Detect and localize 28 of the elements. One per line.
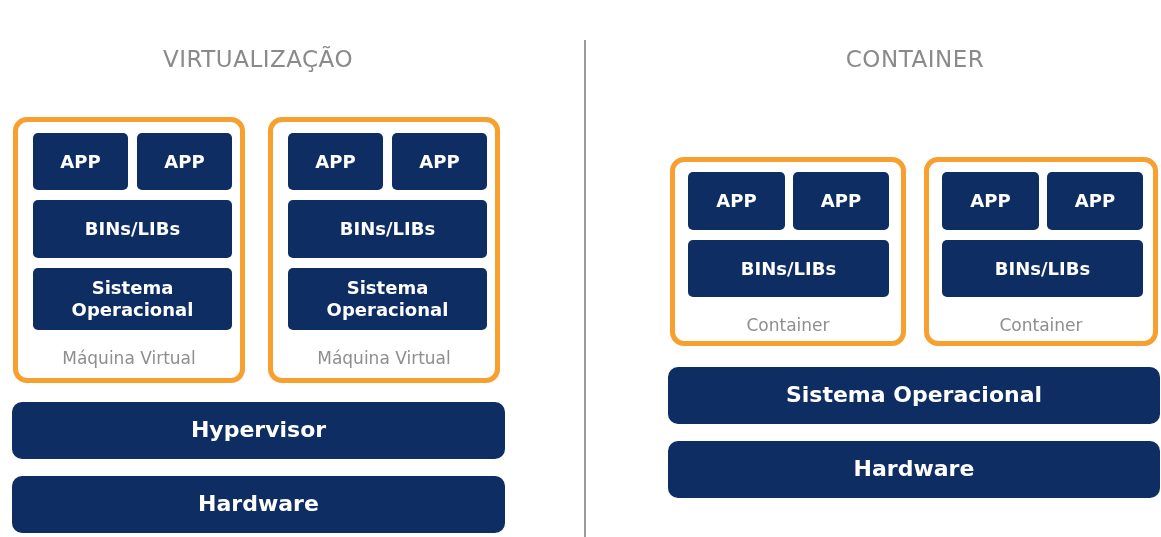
layer-block: Hypervisor bbox=[12, 402, 505, 459]
layer-block: APP bbox=[392, 133, 487, 190]
layer-block: Hardware bbox=[12, 476, 505, 533]
section-heading: VIRTUALIZAÇÃO bbox=[162, 46, 354, 72]
layer-block: BINs/LIBs bbox=[33, 200, 232, 258]
layer-block: Sistema Operacional bbox=[33, 268, 232, 330]
group-frame bbox=[670, 157, 906, 346]
group-label: Container bbox=[745, 315, 831, 335]
group-label: Máquina Virtual bbox=[61, 348, 197, 368]
layer-block: BINs/LIBs bbox=[288, 200, 487, 258]
section-heading: CONTAINER bbox=[845, 46, 985, 72]
layer-block: APP bbox=[288, 133, 383, 190]
layer-block: APP bbox=[1047, 172, 1143, 230]
layer-block: APP bbox=[137, 133, 232, 190]
layer-block: APP bbox=[33, 133, 128, 190]
group-label: Container bbox=[998, 315, 1084, 335]
layer-block: APP bbox=[793, 172, 889, 230]
group-frame bbox=[924, 157, 1158, 346]
layer-block: BINs/LIBs bbox=[688, 240, 889, 297]
group-frame bbox=[13, 117, 245, 383]
group-frame bbox=[268, 117, 500, 383]
layer-block: Sistema Operacional bbox=[668, 367, 1160, 424]
layer-block: APP bbox=[688, 172, 785, 230]
layer-block: Hardware bbox=[668, 441, 1160, 498]
layer-block: Sistema Operacional bbox=[288, 268, 487, 330]
group-label: Máquina Virtual bbox=[316, 348, 452, 368]
layer-block: BINs/LIBs bbox=[942, 240, 1143, 297]
layer-block: APP bbox=[942, 172, 1039, 230]
